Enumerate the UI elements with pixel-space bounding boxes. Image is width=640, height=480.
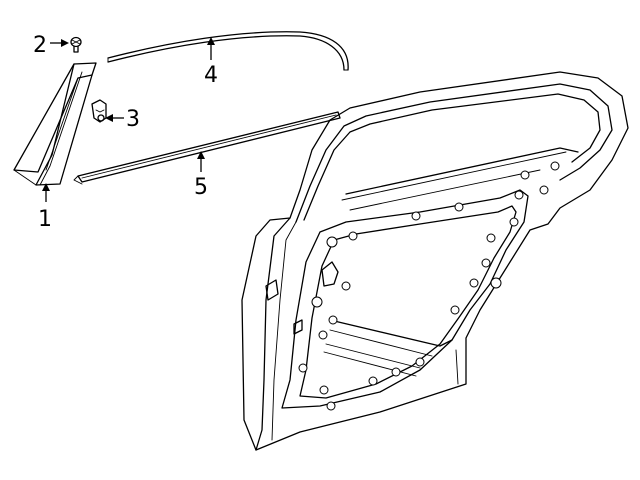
part-3-clip	[91, 99, 107, 123]
door-holes	[298, 161, 560, 411]
part-2-screw	[70, 36, 82, 53]
callout-2: 2	[33, 33, 47, 58]
callout-5: 5	[194, 175, 208, 200]
part-5-belt-molding	[73, 111, 341, 185]
leader-lines	[42, 37, 215, 202]
callout-3: 3	[126, 107, 140, 132]
door-shell	[241, 71, 629, 451]
callout-4: 4	[204, 63, 218, 88]
callout-1: 1	[38, 207, 52, 232]
part-4-frame-molding	[107, 31, 349, 71]
part-1-pillar-applique	[13, 62, 97, 186]
